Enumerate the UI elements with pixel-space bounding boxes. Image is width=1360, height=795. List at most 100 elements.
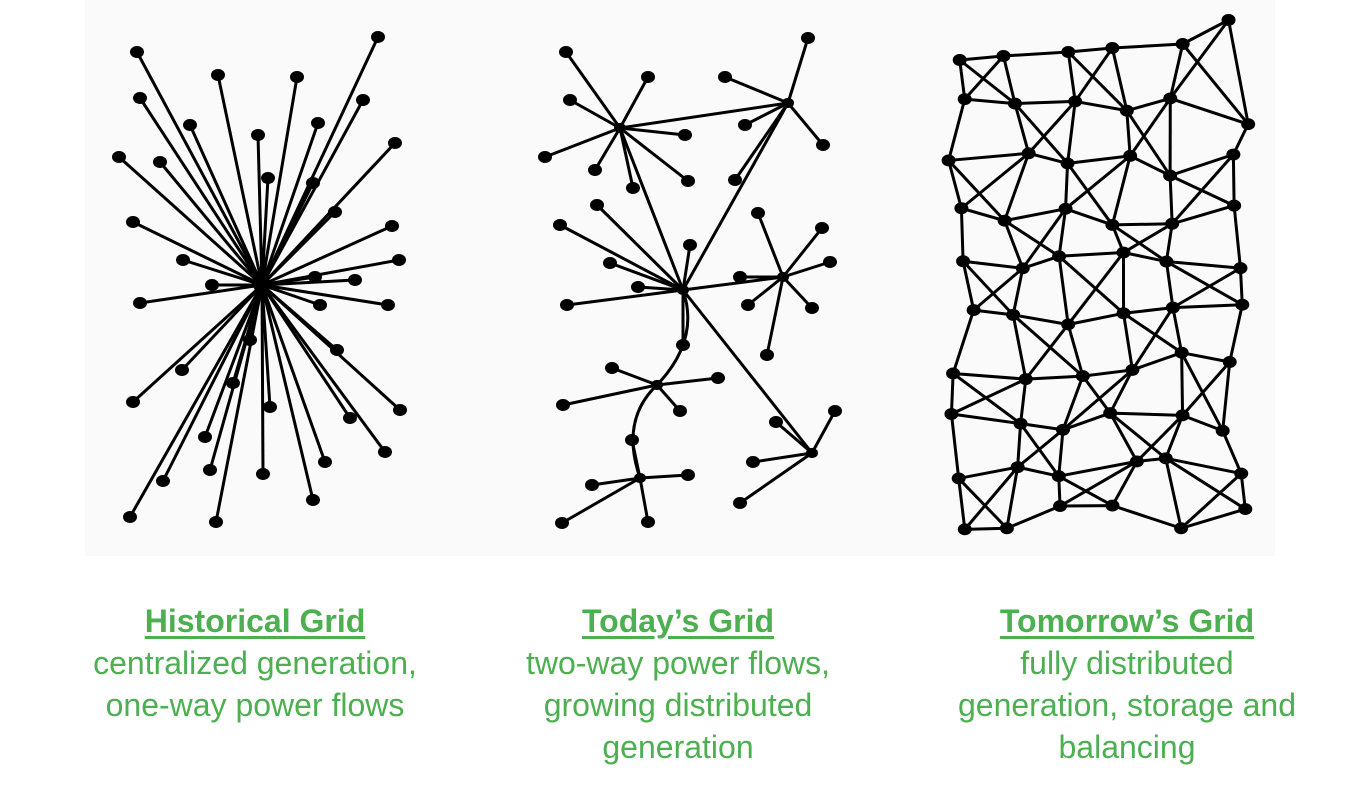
grid-link xyxy=(1003,220,1025,269)
grid-node xyxy=(306,177,320,189)
grid-node xyxy=(1105,499,1120,512)
caption-line: generation xyxy=(602,729,754,765)
grid-node xyxy=(631,281,645,293)
grid-node xyxy=(603,257,617,269)
grid-link xyxy=(214,284,264,523)
grid-link xyxy=(1011,314,1028,380)
grid-link xyxy=(1131,351,1183,372)
grid-link xyxy=(681,244,692,291)
grid-node xyxy=(1116,246,1131,259)
grid-link xyxy=(260,182,315,286)
grid-link xyxy=(964,526,1007,531)
grid-link xyxy=(260,284,265,475)
grid-link xyxy=(810,410,837,454)
grid-node xyxy=(388,137,402,149)
grid-node xyxy=(1233,262,1248,275)
grid-node xyxy=(1068,95,1083,108)
grid-node xyxy=(1075,370,1090,383)
grid-node xyxy=(673,405,687,417)
grid-node xyxy=(308,271,322,283)
grid-node xyxy=(683,239,697,251)
grid-link xyxy=(618,76,650,129)
grid-node xyxy=(1235,298,1250,311)
grid-link xyxy=(180,283,264,372)
grid-link xyxy=(1012,313,1084,378)
grid-link xyxy=(566,288,684,307)
grid-link xyxy=(1123,306,1174,315)
grid-node xyxy=(559,46,573,58)
grid-link xyxy=(1057,429,1065,477)
grid-link xyxy=(1058,459,1138,478)
grid-node xyxy=(555,517,569,529)
grid-link xyxy=(260,284,387,453)
grid-link xyxy=(1171,307,1184,353)
grid-link xyxy=(961,260,1015,316)
caption-line: centralized generation, xyxy=(93,645,417,681)
grid-link xyxy=(256,134,264,286)
grid-node xyxy=(311,117,325,129)
grid-node xyxy=(1105,42,1120,54)
grid-node xyxy=(728,174,742,186)
grid-node xyxy=(560,299,574,311)
grid-link xyxy=(1165,456,1242,476)
grid-node xyxy=(769,416,783,428)
grid-link xyxy=(1004,207,1066,223)
grid-link xyxy=(1067,311,1124,326)
grid-link xyxy=(639,473,689,480)
grid-link xyxy=(1131,306,1175,371)
grid-node xyxy=(801,32,815,44)
grid-node xyxy=(678,129,692,141)
grid-link xyxy=(216,74,264,286)
grid-link xyxy=(609,261,684,292)
grid-link xyxy=(1016,423,1023,468)
grid-node xyxy=(553,219,567,231)
grid-node xyxy=(1175,409,1190,422)
grid-node xyxy=(1119,104,1134,117)
grid-link xyxy=(747,275,784,307)
grid-node xyxy=(313,299,327,311)
grid-link xyxy=(1182,413,1224,433)
grid-node xyxy=(153,156,167,168)
grid-node xyxy=(1241,118,1256,131)
grid-node xyxy=(1158,452,1173,465)
grid-link xyxy=(260,284,327,463)
grid-link xyxy=(1128,97,1172,157)
grid-node xyxy=(944,408,959,420)
grid-node xyxy=(760,349,774,361)
grid-link xyxy=(786,102,825,146)
grid-node xyxy=(1061,318,1076,331)
grid-node xyxy=(711,372,725,384)
grid-node xyxy=(1103,407,1118,420)
grid-node xyxy=(590,199,604,211)
grid-link xyxy=(1064,154,1132,210)
caption-title: Today’s Grid xyxy=(581,603,775,639)
grid-node xyxy=(1010,461,1025,474)
grid-node xyxy=(328,206,342,218)
grid-node xyxy=(816,139,830,151)
grid-link xyxy=(630,439,642,479)
grid-node xyxy=(951,472,966,485)
grid-link xyxy=(1065,207,1113,227)
grid-link xyxy=(782,260,831,279)
grid-link xyxy=(1108,369,1134,414)
grid-link xyxy=(1169,19,1230,100)
grid-link xyxy=(1111,460,1139,507)
grid-node xyxy=(156,475,170,487)
grid-link xyxy=(964,97,1016,106)
grid-node xyxy=(956,255,971,268)
grid-node xyxy=(1018,373,1033,386)
grid-link xyxy=(638,477,650,523)
grid-link xyxy=(260,210,337,287)
grid-link xyxy=(961,260,976,311)
grid-node xyxy=(718,71,732,83)
grid-link xyxy=(1123,251,1167,264)
grid-node xyxy=(126,216,140,228)
grid-link xyxy=(591,476,641,487)
caption-title: Tomorrow’s Grid xyxy=(999,603,1255,639)
grid-link xyxy=(1238,268,1244,305)
grid-link xyxy=(1181,351,1230,364)
grid-link xyxy=(1066,324,1085,377)
grid-link xyxy=(1058,251,1124,258)
grid-link xyxy=(1181,18,1230,46)
grid-link xyxy=(957,477,1008,530)
